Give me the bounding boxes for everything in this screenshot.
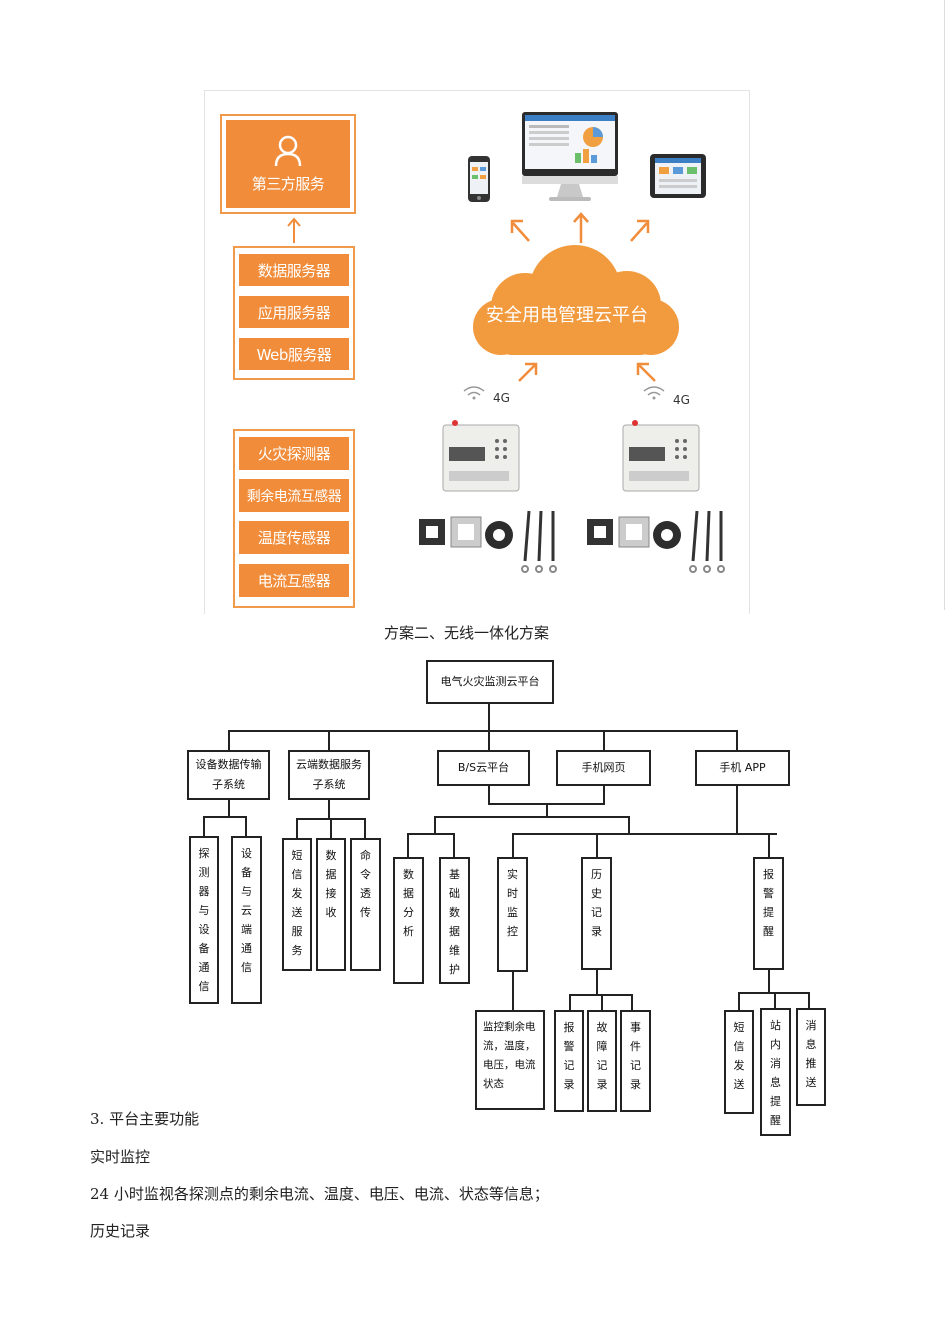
sensors-box: 火灾探测器 剩余电流互感器 温度传感器 电流互感器 [233, 429, 355, 608]
third-party-service: 第三方服务 [226, 120, 350, 208]
phone-icon [468, 156, 490, 202]
detector-device-comm: 探测器与设备通信 [189, 836, 219, 1004]
event-record: 事件记录 [620, 1010, 651, 1112]
network-label-left: 4G [493, 391, 510, 405]
device-cloud-comm: 设备与云端通信 [231, 836, 262, 1004]
section-heading: 3. 平台主要功能 [90, 1110, 200, 1128]
mobile-app: 手机 APP [695, 750, 790, 786]
temperature-sensor: 温度传感器 [239, 521, 349, 554]
app-server: 应用服务器 [239, 296, 349, 328]
detector-device-right [622, 420, 700, 492]
site-message: 站内消息提醒 [760, 1008, 791, 1136]
system-architecture-figure: 第三方服务 数据服务器 应用服务器 Web服务器 火灾探测器 剩余电流互感器 温… [204, 90, 750, 614]
third-party-label: 第三方服务 [251, 174, 325, 193]
realtime-monitor: 实时监控 [497, 857, 528, 972]
wireless-right-icon [643, 386, 665, 400]
third-party-box: 第三方服务 [220, 114, 356, 214]
bs-cloud-platform: B/S云平台 [437, 750, 530, 786]
item1-description: 24 小时监视各探测点的剩余电流、温度、电压、电流、状态等信息； [90, 1185, 549, 1203]
cloud-data-subsystem: 云端数据服务子系统 [288, 750, 370, 800]
tablet-icon [650, 154, 706, 198]
residual-current-transformer: 剩余电流互感器 [239, 479, 349, 512]
monitor-detail: 监控剩余电流，温度，电压，电流状态 [475, 1010, 545, 1110]
mobile-web: 手机网页 [556, 750, 651, 786]
sms-service: 短信发送服务 [282, 838, 312, 971]
sensor-set-right [587, 510, 725, 573]
figure-caption: 方案二、无线一体化方案 [384, 624, 550, 642]
base-data-maintenance: 基础数据维护 [439, 857, 470, 984]
data-analysis: 数据分析 [393, 857, 424, 984]
detector-device-left [442, 420, 520, 492]
cloud-platform-label: 安全用电管理云平台 [486, 305, 648, 326]
network-label-right: 4G [673, 393, 690, 407]
alarm-record: 报警记录 [554, 1010, 584, 1112]
alarm-reminder: 报警提醒 [753, 857, 784, 970]
cloud-to-devices-arrows [510, 212, 650, 243]
sms-send: 短信发送 [724, 1010, 754, 1114]
command-passthrough: 命令透传 [350, 838, 381, 971]
sensor-set-left [419, 510, 557, 573]
data-server: 数据服务器 [239, 254, 349, 286]
wireless-left-icon [463, 386, 485, 400]
page-edge [944, 0, 945, 610]
message-push: 消息推送 [796, 1008, 826, 1106]
item1-title: 实时监控 [90, 1148, 151, 1166]
user-icon [274, 135, 302, 166]
tree-root: 电气火灾监测云平台 [426, 660, 554, 704]
current-transformer: 电流互感器 [239, 564, 349, 597]
data-receive: 数据接收 [316, 838, 346, 971]
monitor-icon [522, 112, 618, 201]
up-arrow-icon [287, 217, 301, 243]
device-data-subsystem: 设备数据传输子系统 [187, 750, 270, 800]
fire-detector: 火灾探测器 [239, 437, 349, 470]
servers-box: 数据服务器 应用服务器 Web服务器 [233, 246, 355, 380]
web-server: Web服务器 [239, 338, 349, 370]
fault-record: 故障记录 [587, 1010, 617, 1112]
item2-title: 历史记录 [90, 1222, 151, 1240]
history-record: 历史记录 [581, 857, 612, 970]
cloud-shape [473, 245, 679, 355]
devices-to-cloud-arrows [518, 362, 656, 382]
